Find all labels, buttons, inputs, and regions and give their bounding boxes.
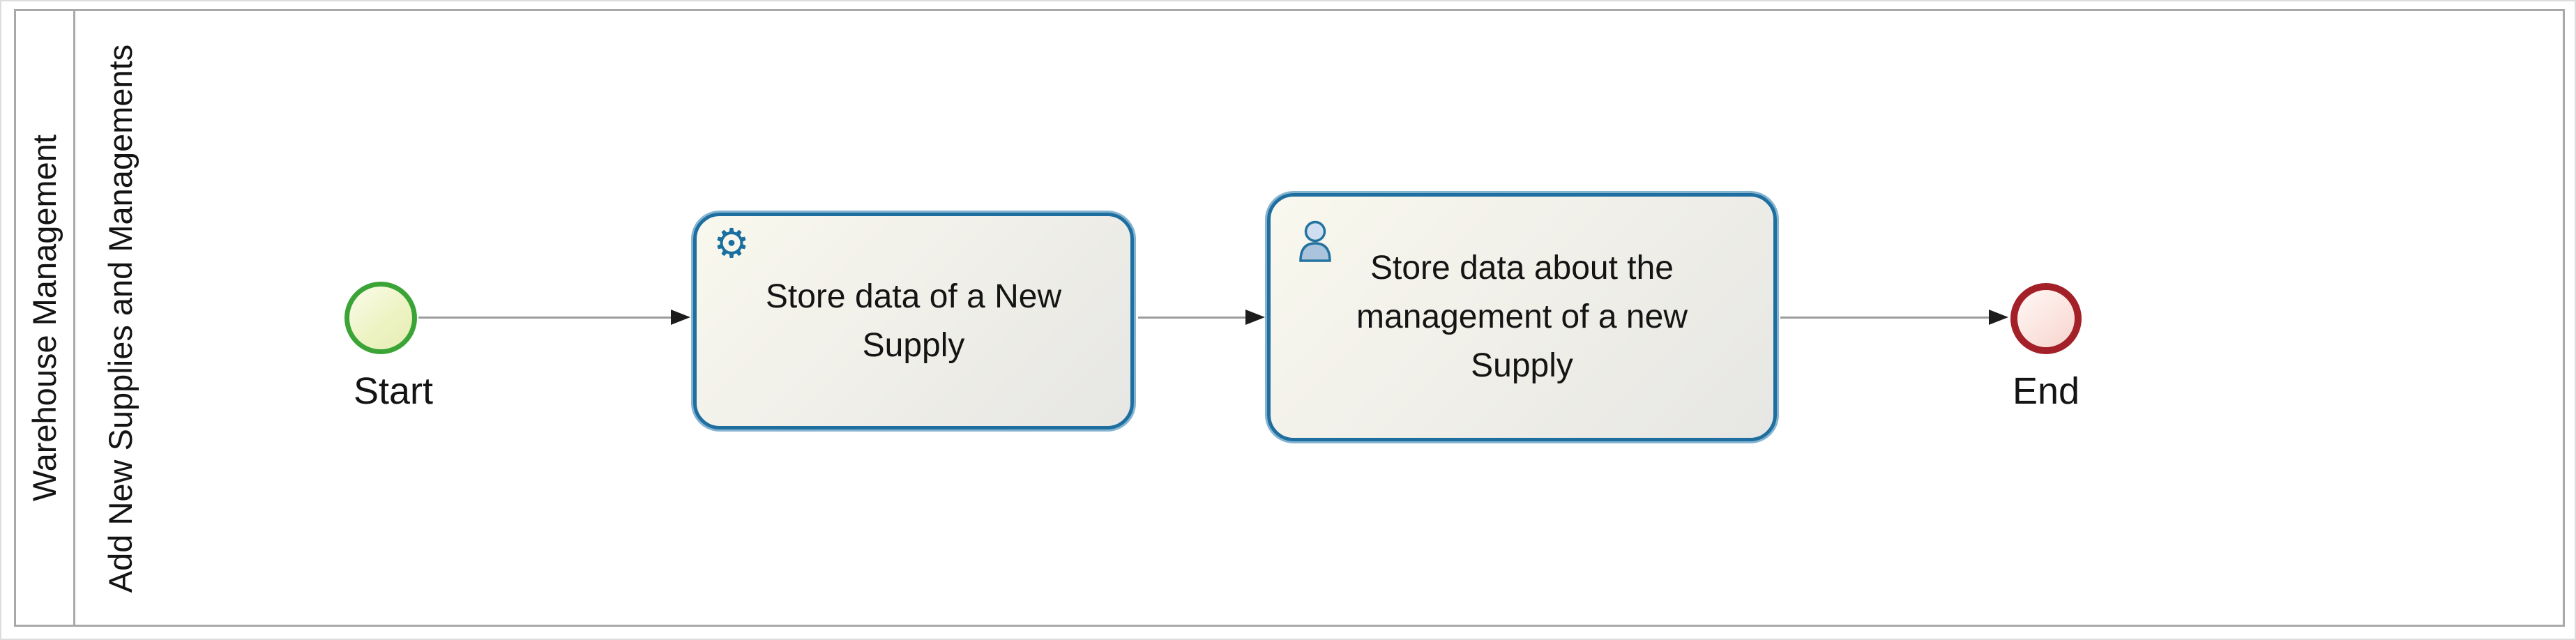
arrowhead-icon bbox=[671, 310, 690, 325]
sequence-flow-start-to-task1[interactable] bbox=[418, 317, 672, 319]
start-event[interactable] bbox=[344, 282, 417, 354]
task-label-line: Supply bbox=[862, 326, 965, 364]
lane-label: Add New Supplies and Managements bbox=[101, 44, 139, 593]
task-label: Store data of a New Supply bbox=[745, 273, 1082, 370]
user-task-store-management-data[interactable]: Store data about the management of a new… bbox=[1267, 193, 1777, 441]
gear-icon: ⚙ bbox=[713, 220, 750, 267]
sequence-flow-task1-to-task2[interactable] bbox=[1138, 317, 1247, 319]
pool-label: Warehouse Management bbox=[25, 135, 63, 501]
task-label-line: management of a new bbox=[1356, 298, 1688, 335]
person-icon bbox=[1299, 220, 1331, 262]
end-event-label: End bbox=[2012, 370, 2080, 412]
start-event-label: Start bbox=[353, 370, 434, 412]
service-task-store-new-supply[interactable]: ⚙ Store data of a New Supply bbox=[693, 213, 1134, 429]
end-event[interactable] bbox=[2010, 283, 2082, 354]
task-label-line: Store data about the bbox=[1370, 250, 1674, 287]
task-label: Store data about the management of a new… bbox=[1335, 244, 1709, 390]
sequence-flow-task2-to-end[interactable] bbox=[1780, 317, 1990, 319]
pool-header-divider bbox=[73, 9, 75, 627]
arrowhead-icon bbox=[1245, 310, 1265, 325]
arrowhead-icon bbox=[1989, 310, 2008, 325]
task-label-line: Supply bbox=[1471, 347, 1573, 384]
task-label-line: Store data of a New bbox=[765, 277, 1062, 315]
